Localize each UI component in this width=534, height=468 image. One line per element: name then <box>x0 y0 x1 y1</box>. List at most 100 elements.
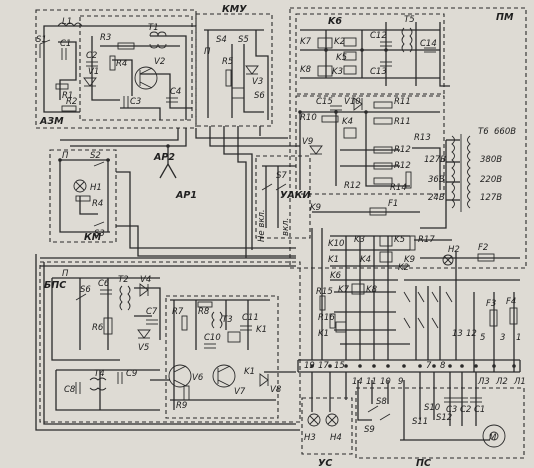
block-kmu-outline <box>195 13 273 127</box>
diode-v1 <box>83 77 97 87</box>
relay-k8 <box>317 65 333 77</box>
capacitor-c12 <box>380 41 392 47</box>
label-c13: C13 <box>370 67 387 77</box>
label-s3: S3 <box>94 229 105 239</box>
resistor-r12b <box>373 162 393 170</box>
resistor-r15 <box>319 295 326 311</box>
resistor-r12c <box>373 177 393 185</box>
capacitor-c9 <box>117 372 123 384</box>
capacitor-c14 <box>424 47 436 53</box>
fuse-f2 <box>477 253 495 262</box>
label-r9: R9 <box>176 401 187 411</box>
label-c10: C10 <box>204 333 221 343</box>
label-c3: C3 <box>130 97 141 107</box>
label-c7: C7 <box>146 307 158 317</box>
label-s9: S9 <box>364 425 375 435</box>
label-660v: 660В <box>494 127 516 137</box>
transformer-t4 <box>89 377 107 391</box>
diode-v3 <box>245 65 259 75</box>
switch-s3 <box>93 221 105 227</box>
label-127v-b: 127В <box>480 193 502 203</box>
label-k9b: K9 <box>404 255 415 265</box>
label-f4: F4 <box>506 297 516 307</box>
label-t1: T1 <box>148 23 159 33</box>
wire <box>159 162 177 179</box>
component-labels: S1 L1 C1 R1 R2 V1 C2 R3 R4 T1 V2 C3 C4 S… <box>36 15 526 443</box>
label-s6: S6 <box>254 91 265 101</box>
block-pm-outline <box>289 7 527 269</box>
label-f2: F2 <box>478 243 488 253</box>
label-s5: S5 <box>238 35 249 45</box>
label-p-km: П <box>62 151 69 161</box>
block-label-pm: ПМ <box>496 12 514 23</box>
capacitor-c1b <box>470 397 482 403</box>
wire <box>91 36 120 101</box>
wire <box>243 44 264 113</box>
lamp-h1 <box>73 179 87 193</box>
label-v4: V4 <box>140 275 151 285</box>
label-s10: S10 <box>424 403 440 413</box>
label-k9: K9 <box>310 203 321 213</box>
label-r12b: R12 <box>394 161 411 171</box>
transformer-t5 <box>401 27 413 53</box>
block-ps-outline <box>355 387 525 459</box>
label-v1: V1 <box>88 67 99 77</box>
label-n8: 8 <box>440 361 446 371</box>
wire <box>116 171 296 249</box>
transistor-v7 <box>212 364 236 388</box>
label-n14: 14 <box>352 377 363 387</box>
wire <box>70 128 187 147</box>
label-n1: 1 <box>516 333 521 343</box>
relay-s6 <box>231 87 245 99</box>
diode-v9 <box>309 145 323 155</box>
label-v2: V2 <box>154 57 165 67</box>
block-km-outline <box>49 149 117 243</box>
label-s7: S7 <box>276 171 287 181</box>
label-s11: S11 <box>412 417 428 427</box>
label-c9: C9 <box>126 369 137 379</box>
diode-v4 <box>139 283 149 297</box>
resistor-r4 <box>109 55 116 71</box>
label-k3b: K3 <box>354 235 365 245</box>
capacitor-c1 <box>61 48 67 60</box>
relay-k7 <box>317 37 333 49</box>
resistor-r2 <box>61 105 77 112</box>
resistor-r16 <box>329 313 336 329</box>
block-bps-outline <box>39 261 301 423</box>
relay-k2 <box>343 37 357 47</box>
wire <box>209 126 300 147</box>
label-c15: C15 <box>316 97 333 107</box>
transformer-t6 <box>451 134 471 212</box>
block-pm-uaki-group <box>295 95 445 195</box>
label-n3: 3 <box>500 333 505 343</box>
label-n7: 7 <box>426 361 432 371</box>
resistor-r5 <box>225 69 232 87</box>
capacitor-c8 <box>75 382 81 394</box>
label-s1: S1 <box>36 35 47 45</box>
label-r1: R1 <box>62 91 73 101</box>
label-r11a: R11 <box>394 97 411 107</box>
resistor-r4-km <box>75 195 91 202</box>
capacitor-c3 <box>123 96 129 108</box>
fuse-f4 <box>509 307 518 325</box>
diode-v10 <box>353 97 363 111</box>
block-us-outline <box>301 397 353 455</box>
capacitor-c6 <box>100 289 112 295</box>
label-r13: R13 <box>414 133 431 143</box>
label-k2b: K2 <box>398 263 409 273</box>
resistor-r11b <box>373 117 393 125</box>
capacitor-c2 <box>86 61 98 67</box>
wire <box>420 140 447 229</box>
switch-s2 <box>93 161 105 167</box>
label-n15: 15 <box>334 361 345 371</box>
switch-s6b <box>75 293 87 301</box>
label-k8b: K8 <box>366 285 378 295</box>
label-n5: 5 <box>480 333 485 343</box>
relay-k6b <box>335 321 347 333</box>
label-k5: K5 <box>336 53 347 63</box>
wire <box>140 73 192 109</box>
label-v9: V9 <box>302 137 313 147</box>
label-k4: K4 <box>342 117 353 127</box>
capacitor-c2b <box>456 397 468 403</box>
label-r16: R16 <box>318 313 335 323</box>
